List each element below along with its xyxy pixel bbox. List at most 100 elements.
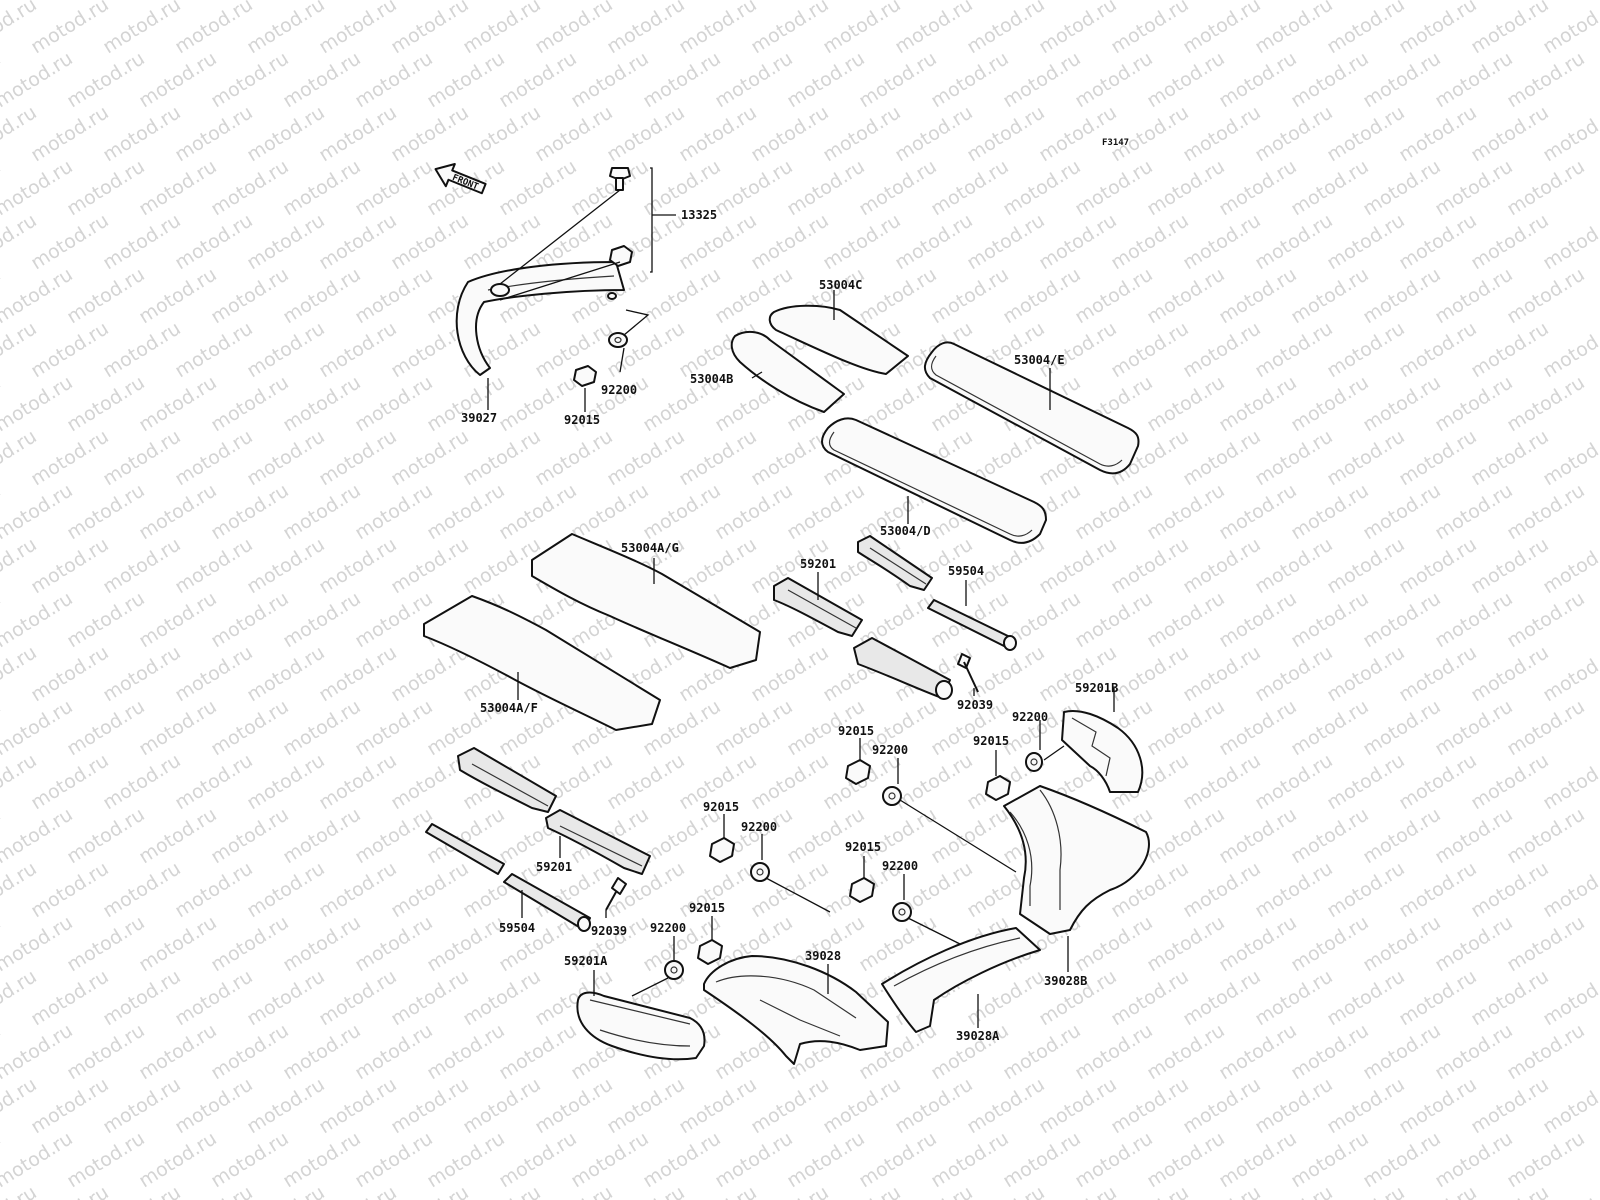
watermark-text: motod.ru	[1287, 1127, 1373, 1192]
watermark-text: motod.ru	[1431, 371, 1517, 436]
watermark-text: motod.ru	[927, 47, 1013, 112]
watermark-text: motod.ru	[315, 857, 401, 922]
watermark-text: motod.ru	[1395, 857, 1481, 922]
watermark-text: motod.ru	[99, 533, 185, 598]
watermark-text: motod.ru	[711, 479, 797, 544]
watermark-text: motod.ru	[99, 101, 185, 166]
watermark-text: motod.ru	[63, 263, 149, 328]
watermark-text: motod.ru	[1071, 155, 1157, 220]
watermark-text: motod.ru	[207, 803, 293, 868]
callout-53004c: 53004C	[819, 278, 862, 292]
watermark-text: motod.ru	[1143, 47, 1229, 112]
watermark-text: motod.ru	[1251, 965, 1337, 1030]
watermark-text: motod.ru	[891, 1073, 977, 1138]
watermark-text: motod.ru	[459, 965, 545, 1030]
watermark-text: motod.ru	[99, 641, 185, 706]
watermark-text: motod.ru	[1107, 641, 1193, 706]
watermark-text: motod.ru	[819, 1073, 905, 1138]
watermark-text: motod.ru	[603, 0, 689, 58]
watermark-text: motod.ru	[315, 965, 401, 1030]
watermark-text: motod.ru	[1395, 965, 1481, 1030]
front-arrow-icon: FRONT	[434, 162, 487, 195]
watermark-text: motod.ru	[207, 587, 293, 652]
watermark-text: motod.ru	[1035, 209, 1121, 274]
watermark-text: motod.ru	[1251, 641, 1337, 706]
watermark-text: motod.ru	[171, 533, 257, 598]
watermark-text: motod.ru	[135, 371, 221, 436]
part-rail-59504-lower-a	[425, 823, 505, 875]
watermark-text: motod.ru	[1071, 1019, 1157, 1084]
watermark-text: motod.ru	[423, 1019, 509, 1084]
callout-92200-top: 92200	[601, 383, 637, 397]
callout-59201-upper: 59201	[800, 557, 836, 571]
watermark-text: motod.ru	[1323, 317, 1409, 382]
watermark-text: motod.ru	[1179, 425, 1265, 490]
watermark-text: motod.ru	[1251, 857, 1337, 922]
callout-92015-right: 92015	[973, 734, 1009, 748]
watermark-text: motod.ru	[351, 155, 437, 220]
watermark-text: motod.ru	[603, 749, 689, 814]
watermark-text: motod.ru	[1179, 533, 1265, 598]
watermark-text: motod.ru	[1359, 1019, 1445, 1084]
watermark-text: motod.ru	[63, 1019, 149, 1084]
watermark-text: motod.ru	[279, 911, 365, 976]
watermark-text: motod.ru	[1359, 911, 1445, 976]
watermark-text: motod.ru	[963, 209, 1049, 274]
part-nut-92015-right	[985, 775, 1011, 801]
watermark-text: motod.ru	[747, 425, 833, 490]
watermark-text: motod.ru	[243, 317, 329, 382]
watermark-text: motod.ru	[567, 47, 653, 112]
watermark-text: motod.ru	[315, 641, 401, 706]
watermark-text: motod.ru	[747, 209, 833, 274]
watermark-text: motod.ru	[1395, 425, 1481, 490]
watermark-text: motod.ru	[27, 533, 113, 598]
part-mat-53004a-g	[531, 533, 761, 669]
watermark-text: motod.ru	[1143, 587, 1229, 652]
part-mat-53004d	[821, 417, 1047, 544]
watermark-text: motod.ru	[711, 695, 797, 760]
watermark-text: motod.ru	[315, 101, 401, 166]
watermark-text: motod.ru	[1431, 1019, 1517, 1084]
watermark-text: motod.ru	[1215, 479, 1301, 544]
watermark-text: motod.ru	[315, 749, 401, 814]
watermark-text: motod.ru	[171, 641, 257, 706]
watermark-text: motod.ru	[63, 803, 149, 868]
watermark-text: motod.ru	[1215, 1127, 1301, 1192]
watermark-text: motod.ru	[315, 317, 401, 382]
watermark-text: motod.ru	[135, 1019, 221, 1084]
watermark-text: motod.ru	[243, 0, 329, 58]
callout-92015-top: 92015	[564, 413, 600, 427]
watermark-text: motod.ru	[531, 425, 617, 490]
watermark-text: motod.ru	[495, 47, 581, 112]
watermark-text: motod.ru	[675, 0, 761, 58]
callout-92015-mid: 92015	[838, 724, 874, 738]
watermark-text: motod.ru	[1287, 155, 1373, 220]
watermark-text: motod.ru	[171, 101, 257, 166]
watermark-text: motod.ru	[423, 47, 509, 112]
watermark-text: motod.ru	[1503, 47, 1589, 112]
part-mat-53004b	[730, 330, 845, 413]
watermark-text: motod.ru	[207, 695, 293, 760]
part-pin-92039-upper	[957, 653, 979, 693]
part-washer-92200-lc	[750, 862, 770, 882]
watermark-text: motod.ru	[1431, 587, 1517, 652]
watermark-text: motod.ru	[207, 479, 293, 544]
watermark-text: motod.ru	[27, 965, 113, 1030]
watermark-text: motod.ru	[171, 1073, 257, 1138]
watermark-text: motod.ru	[927, 155, 1013, 220]
watermark-text: motod.ru	[279, 803, 365, 868]
part-rail-59201-lower-a	[457, 747, 557, 813]
watermark-text: motod.ru	[1359, 803, 1445, 868]
watermark-text: motod.ru	[783, 155, 869, 220]
watermark-text: motod.ru	[207, 1127, 293, 1192]
watermark-text: motod.ru	[1503, 803, 1589, 868]
watermark-text: motod.ru	[1179, 317, 1265, 382]
watermark-text: motod.ru	[279, 155, 365, 220]
watermark-text: motod.ru	[135, 47, 221, 112]
watermark-text: motod.ru	[927, 1127, 1013, 1192]
watermark-text: motod.ru	[171, 425, 257, 490]
watermark-text: motod.ru	[351, 479, 437, 544]
watermark-text: motod.ru	[387, 1073, 473, 1138]
watermark-text: motod.ru	[1251, 101, 1337, 166]
watermark-text: motod.ru	[135, 479, 221, 544]
